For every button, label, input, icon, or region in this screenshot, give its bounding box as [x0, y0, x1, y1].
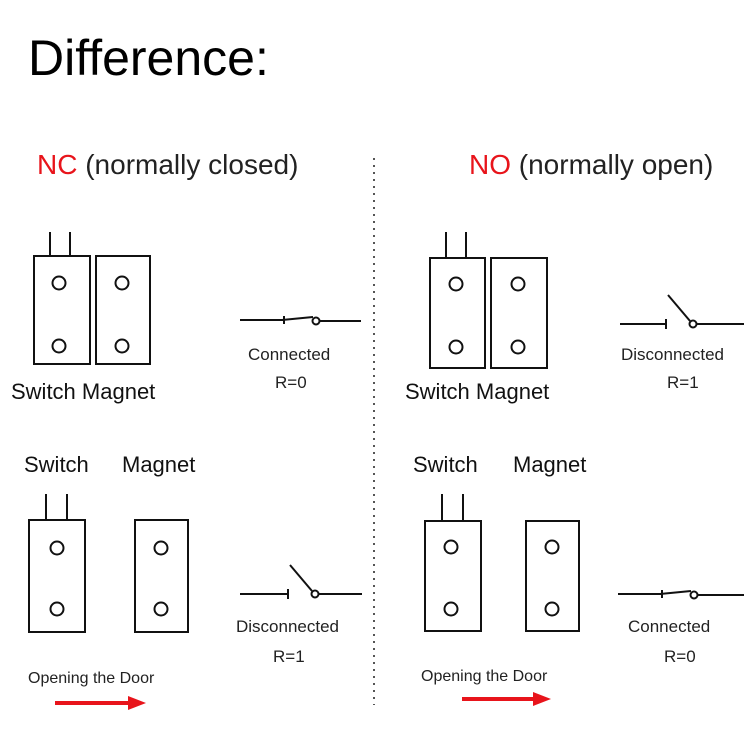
no-combined-label: Switch Magnet — [405, 379, 550, 404]
no-arrow-right-icon — [462, 692, 551, 706]
no-closed-resistance: R=1 — [667, 373, 699, 392]
no-magnet-label: Magnet — [513, 452, 587, 477]
no-combined-switch — [429, 232, 486, 369]
nc-switch — [28, 494, 86, 633]
no-open-resistance: R=0 — [664, 647, 696, 666]
nc-closed-state-label: Connected — [248, 345, 331, 364]
no-action-label: Opening the Door — [421, 668, 548, 685]
nc-open-state-label: Disconnected — [236, 617, 340, 636]
nc-open-switch-symbol — [240, 564, 362, 599]
nc-magnet-label: Magnet — [122, 452, 196, 477]
nc-code: NC — [37, 149, 78, 180]
nc-description: (normally closed) — [85, 149, 299, 180]
nc-arrow-right-icon — [55, 696, 146, 710]
nc-combined-label: Switch Magnet — [11, 379, 156, 404]
no-description: (normally open) — [518, 149, 714, 180]
nc-magnet — [134, 519, 189, 633]
no-switch — [424, 494, 482, 632]
no-magnet — [525, 520, 580, 632]
nc-heading: NC (normally closed) — [37, 148, 298, 182]
no-combined-magnet — [490, 257, 548, 369]
no-code: NO — [469, 149, 511, 180]
nc-action-label: Opening the Door — [28, 670, 155, 687]
no-heading: NO (normally open) — [469, 148, 713, 182]
nc-closed-resistance: R=0 — [275, 373, 307, 392]
page-title: Difference: — [28, 30, 269, 86]
nc-closed-switch-symbol — [240, 316, 361, 326]
nc-combined-magnet — [95, 255, 151, 365]
nc-combined-switch — [33, 232, 91, 365]
no-closed-switch-symbol — [618, 590, 744, 600]
nc-open-resistance: R=1 — [273, 647, 305, 666]
no-open-switch-symbol — [620, 294, 744, 329]
no-switch-label: Switch — [413, 452, 478, 477]
no-open-state-label: Connected — [628, 617, 711, 636]
no-closed-state-label: Disconnected — [621, 345, 725, 364]
nc-switch-label: Switch — [24, 452, 89, 477]
